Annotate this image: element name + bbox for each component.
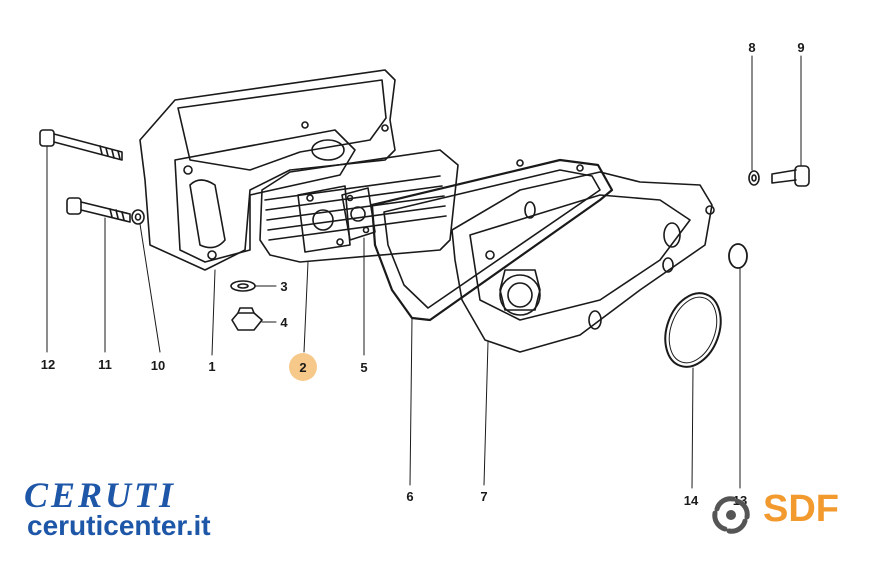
part-screw-9 xyxy=(771,165,810,187)
ceruti-logo: CERUTI xyxy=(24,475,177,515)
part-housing xyxy=(139,69,396,271)
part-washer-10 xyxy=(131,209,145,225)
sdf-logo-text: SDF xyxy=(763,488,839,530)
part-oil-cooler xyxy=(259,149,459,263)
label-part-12: 12 xyxy=(41,357,55,372)
label-part-7: 7 xyxy=(480,489,487,504)
part-washer-8-hole xyxy=(751,174,757,182)
label-part-9: 9 xyxy=(797,40,804,55)
part-large-gasket xyxy=(370,158,614,322)
label-part-5: 5 xyxy=(360,360,367,375)
part-washer-3 xyxy=(230,280,256,292)
part-o-ring-large xyxy=(664,292,722,368)
part-o-ring-large-inner xyxy=(668,296,718,364)
part-washer-10-hole xyxy=(134,213,142,221)
label-part-6: 6 xyxy=(406,489,413,504)
label-part-8: 8 xyxy=(748,40,755,55)
part-o-ring-small xyxy=(728,243,748,269)
highlight-circle xyxy=(289,353,317,381)
part-end-cover xyxy=(451,171,715,353)
part-washer-8 xyxy=(748,170,760,186)
label-part-3: 3 xyxy=(280,279,287,294)
part-washer-3-hole xyxy=(237,283,249,289)
label-part-11: 11 xyxy=(98,357,112,372)
part-plug-4 xyxy=(231,307,263,331)
ceruti-website: ceruticenter.it xyxy=(27,510,211,541)
leader-lines xyxy=(46,55,802,489)
label-part-14: 14 xyxy=(684,493,699,508)
sdf-swirl-icon xyxy=(712,496,750,534)
label-part-10: 10 xyxy=(151,358,165,373)
label-part-1: 1 xyxy=(208,359,215,374)
label-part-4: 4 xyxy=(280,315,288,330)
label-part-2: 2 xyxy=(299,360,306,375)
part-bolt-11 xyxy=(66,197,131,223)
part-bolt-12 xyxy=(39,129,123,161)
